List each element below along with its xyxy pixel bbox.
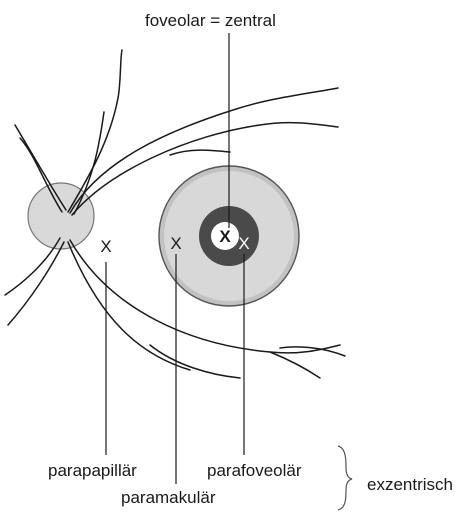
marker-foveolar: X xyxy=(219,227,231,246)
label-foveolar-zentral: foveolar = zentral xyxy=(145,12,276,29)
label-exzentrisch: exzentrisch xyxy=(367,476,453,493)
marker-parapapillar: X xyxy=(100,237,111,256)
label-paramakular: paramakulär xyxy=(121,489,216,506)
marker-paramakular: X xyxy=(170,234,181,253)
marker-parafoveolar: X xyxy=(238,234,249,253)
label-parafoveolar: parafoveolär xyxy=(207,462,302,479)
label-parapapillar: parapapillär xyxy=(48,462,137,479)
exzentrisch-bracket xyxy=(338,446,352,510)
